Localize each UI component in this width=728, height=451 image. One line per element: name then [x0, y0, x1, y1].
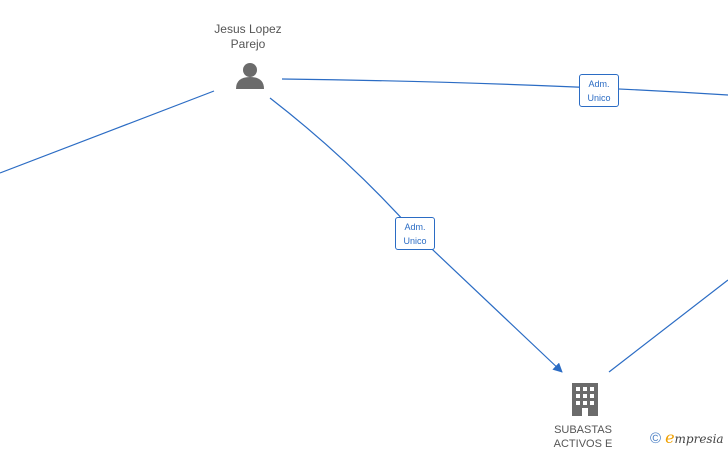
copyright-symbol: ©	[650, 430, 662, 447]
person-name-label[interactable]: Jesus Lopez Parejo	[198, 22, 298, 52]
edge-role-badge[interactable]: Adm. Unico	[395, 217, 435, 250]
edge-role-line-1: Adm.	[404, 222, 426, 232]
edge-person-to-right	[281, 78, 728, 96]
brand-name: mpresia	[674, 432, 724, 446]
person-icon[interactable]	[236, 63, 264, 89]
brand-initial: e	[665, 428, 675, 447]
edge-role-line-2: Unico	[587, 93, 611, 103]
edge-left-to-person	[0, 90, 215, 174]
empresia-watermark: ©empresia	[650, 428, 724, 448]
edge-role-line-2: Unico	[403, 236, 427, 246]
company-name-label[interactable]: SUBASTAS ACTIVOS E	[533, 423, 633, 451]
edge-right-to-company	[608, 279, 728, 373]
person-name-line-1: Jesus Lopez	[214, 22, 282, 36]
building-icon[interactable]	[572, 383, 598, 416]
person-name-line-2: Parejo	[230, 37, 266, 51]
company-name-line-1: SUBASTAS	[554, 424, 612, 436]
edge-role-badge[interactable]: Adm. Unico	[579, 74, 619, 107]
company-name-line-2: ACTIVOS E	[553, 438, 613, 450]
edge-role-line-1: Adm.	[588, 79, 610, 89]
